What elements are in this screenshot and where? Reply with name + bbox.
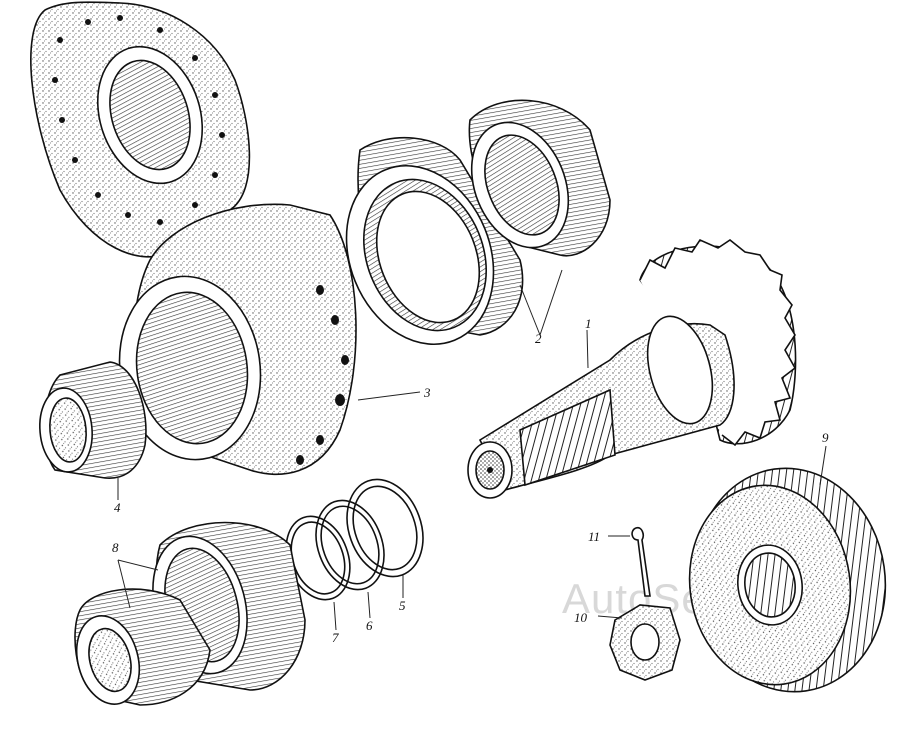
label-part-6: 6 [366, 618, 373, 633]
label-part-8: 8 [112, 540, 119, 555]
label-part-11: 11 [588, 529, 600, 544]
label-part-4: 4 [114, 500, 121, 515]
cotter-pin-part-11 [631, 526, 651, 597]
castle-nut-part-10 [609, 604, 681, 681]
label-part-2: 2 [535, 331, 542, 346]
housing-part-3 [30, 1, 357, 476]
label-part-1: 1 [585, 316, 592, 331]
tapered-bearing-part-2 [468, 99, 611, 257]
bearing-part-8 [74, 521, 306, 706]
label-part-3: 3 [423, 385, 431, 400]
spur-gear-part-9 [688, 467, 887, 693]
label-part-7: 7 [332, 630, 339, 645]
pinion-shaft-part-1 [467, 238, 797, 499]
label-part-5: 5 [399, 598, 406, 613]
bearing-outer-ring [345, 136, 524, 346]
part-labels: 1 2 3 4 5 6 7 8 9 10 11 [112, 316, 829, 645]
leader-lines [117, 269, 827, 631]
bushing-part-4 [39, 361, 147, 479]
label-part-10: 10 [574, 610, 588, 625]
label-part-9: 9 [822, 430, 829, 445]
